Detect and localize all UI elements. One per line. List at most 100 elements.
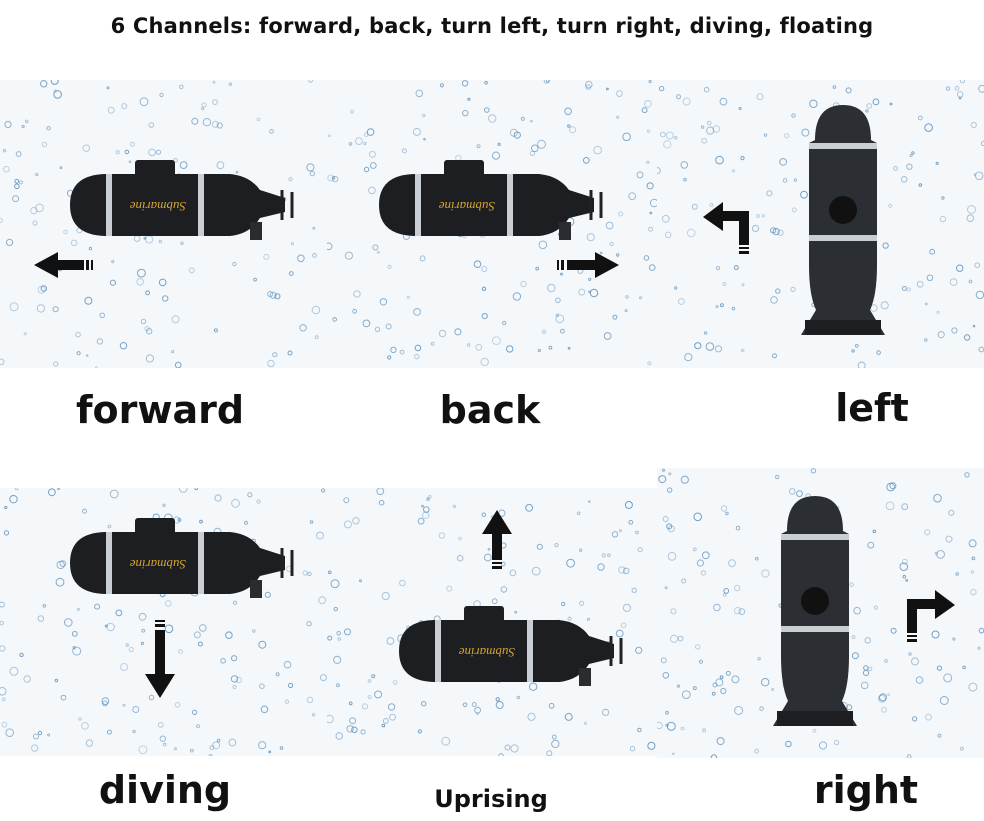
bubble xyxy=(576,511,581,516)
bubble xyxy=(352,517,360,525)
bubble xyxy=(6,238,14,246)
bubble xyxy=(106,86,110,90)
bubble xyxy=(308,80,313,83)
bubble xyxy=(713,603,721,612)
bubble xyxy=(682,97,691,106)
bubble xyxy=(889,102,893,106)
bubble xyxy=(772,353,777,359)
bubble xyxy=(967,205,976,214)
bubble xyxy=(761,569,770,578)
bubble xyxy=(968,279,973,284)
bubble xyxy=(413,308,421,316)
bubble xyxy=(57,488,60,490)
bubble xyxy=(906,754,912,758)
bubble xyxy=(309,170,315,177)
bubble xyxy=(720,687,727,695)
bubble xyxy=(960,746,964,751)
bubble xyxy=(76,351,81,356)
bubble xyxy=(715,305,719,309)
bubble xyxy=(119,342,128,350)
bubble xyxy=(677,635,684,642)
bubble xyxy=(694,342,702,350)
bubble xyxy=(85,739,94,747)
down-arrow-icon xyxy=(145,620,175,698)
bubble xyxy=(716,737,725,746)
bubble xyxy=(731,306,736,311)
bubble xyxy=(564,712,573,721)
bubble xyxy=(692,547,697,552)
bubble xyxy=(615,629,624,638)
bubble xyxy=(467,97,471,101)
bubble xyxy=(367,679,372,683)
bubble xyxy=(662,468,665,472)
bubble xyxy=(529,682,538,691)
bubble xyxy=(937,331,945,339)
bubble xyxy=(620,622,627,629)
bubble xyxy=(566,558,576,568)
bubble xyxy=(272,352,278,358)
bubble xyxy=(9,495,18,504)
bubble xyxy=(390,346,397,354)
bubble xyxy=(336,683,340,688)
bubble xyxy=(766,190,773,197)
bubble xyxy=(635,646,643,654)
bubble xyxy=(302,570,308,576)
bubble xyxy=(901,286,907,291)
bubble xyxy=(14,178,20,184)
bubble xyxy=(214,494,222,502)
bubble xyxy=(951,327,958,334)
bubble xyxy=(974,171,984,181)
bubble xyxy=(660,131,666,138)
bubble xyxy=(492,336,501,346)
bubble xyxy=(667,487,673,493)
bubble xyxy=(491,598,498,605)
bubble xyxy=(82,508,87,514)
bubble xyxy=(162,295,169,302)
bubble xyxy=(495,701,504,709)
bubble xyxy=(609,241,614,247)
bubble xyxy=(586,233,595,242)
bubble xyxy=(232,261,237,267)
bubble xyxy=(164,600,172,607)
bubble xyxy=(725,670,731,676)
bubble xyxy=(636,171,644,179)
bubble xyxy=(709,203,714,207)
bubble xyxy=(9,302,19,312)
bubble xyxy=(666,721,676,731)
panel-right xyxy=(657,468,984,758)
bubble xyxy=(212,741,221,750)
bubble xyxy=(715,678,724,687)
bubble xyxy=(663,140,672,149)
bubble xyxy=(775,288,781,294)
bubble xyxy=(865,109,869,113)
bubble xyxy=(173,747,177,751)
bubble xyxy=(140,641,144,645)
bubble xyxy=(23,332,27,336)
bubble xyxy=(761,214,766,218)
bubble xyxy=(381,723,386,728)
bubble xyxy=(193,631,201,639)
bubble xyxy=(618,211,624,217)
bubble xyxy=(0,358,5,366)
bubble xyxy=(35,203,44,213)
bubble xyxy=(306,163,315,172)
bubble xyxy=(333,655,342,664)
bubble xyxy=(939,215,947,223)
bubble xyxy=(0,645,6,652)
bubble xyxy=(64,618,73,627)
bubble xyxy=(665,131,674,140)
bubble xyxy=(536,543,543,550)
bubble xyxy=(706,120,712,126)
bubble xyxy=(915,676,924,684)
hull-text: Submarine xyxy=(458,645,515,660)
bubble xyxy=(670,608,677,615)
bubble xyxy=(756,93,764,101)
bubble xyxy=(361,703,369,710)
bubble xyxy=(593,145,602,155)
bubble xyxy=(387,355,392,360)
bubble xyxy=(677,298,685,305)
bubble xyxy=(33,733,39,740)
bubble xyxy=(777,229,784,236)
bubble xyxy=(428,494,432,499)
bubble xyxy=(488,114,497,123)
